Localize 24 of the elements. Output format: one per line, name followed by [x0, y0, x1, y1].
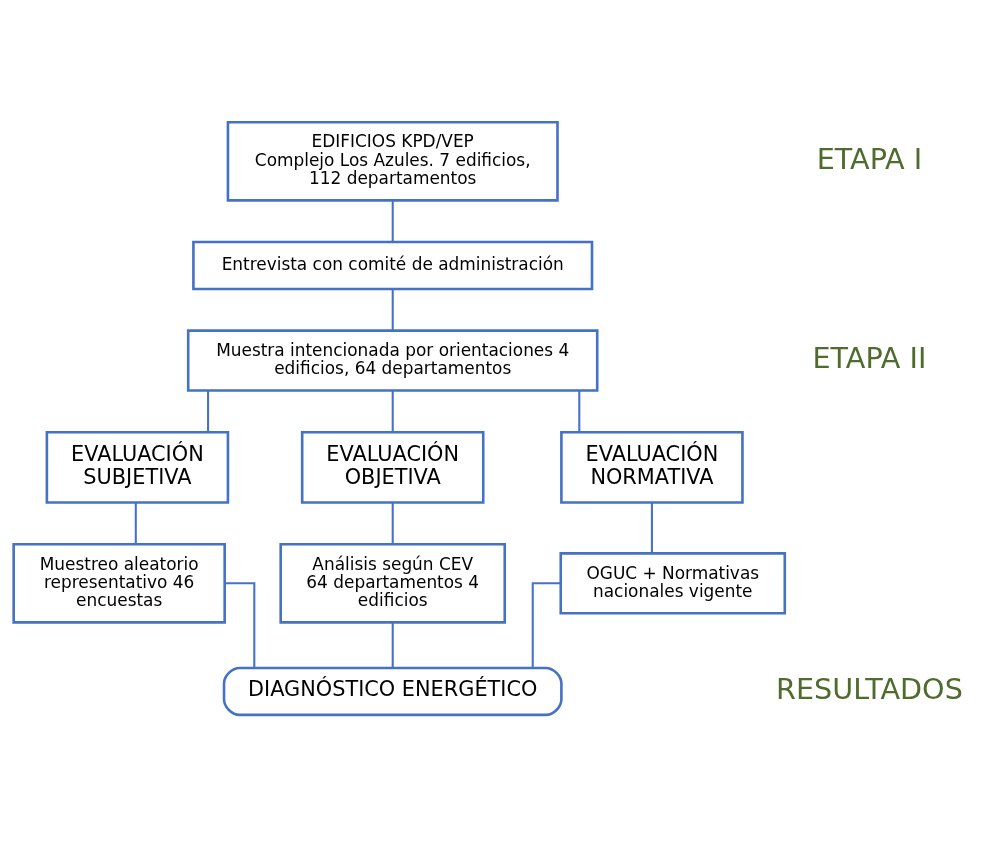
connector [391, 390, 394, 433]
connector [225, 582, 256, 668]
node-box: EVALUACIÓN OBJETIVA [300, 430, 485, 504]
connector [391, 200, 394, 242]
node-box: EVALUACIÓN NORMATIVA [560, 430, 744, 504]
node-box: EVALUACIÓN SUBJETIVA [45, 430, 230, 504]
connector [391, 622, 394, 668]
connector [391, 502, 394, 545]
node-box: EDIFICIOS KPD/VEP Complejo Los Azules. 7 edificios, 112 departamentos [226, 120, 559, 202]
node-box: Entrevista con comité de administración [192, 240, 594, 291]
node-box: OGUC + Normativas nacionales vigente [559, 552, 787, 615]
node-box: DIAGNÓSTICO ENERGÉTICO [222, 666, 563, 717]
connector [650, 502, 653, 554]
label: ETAPA I [816, 141, 923, 176]
label: ETAPA II [812, 340, 927, 375]
node-box: Muestra intencionada por orientaciones 4 edificios, 64 departamentos [186, 329, 599, 392]
connector [391, 289, 394, 331]
node-box: Muestreo aleatorio representativo 46 encuestas [12, 542, 226, 624]
node-box: Análisis según CEV 64 departamentos 4 edificios [279, 542, 507, 624]
connector [134, 502, 137, 545]
connector [207, 390, 210, 433]
connector [578, 390, 581, 433]
connector [531, 582, 561, 668]
label: RESULTADOS [776, 671, 963, 706]
